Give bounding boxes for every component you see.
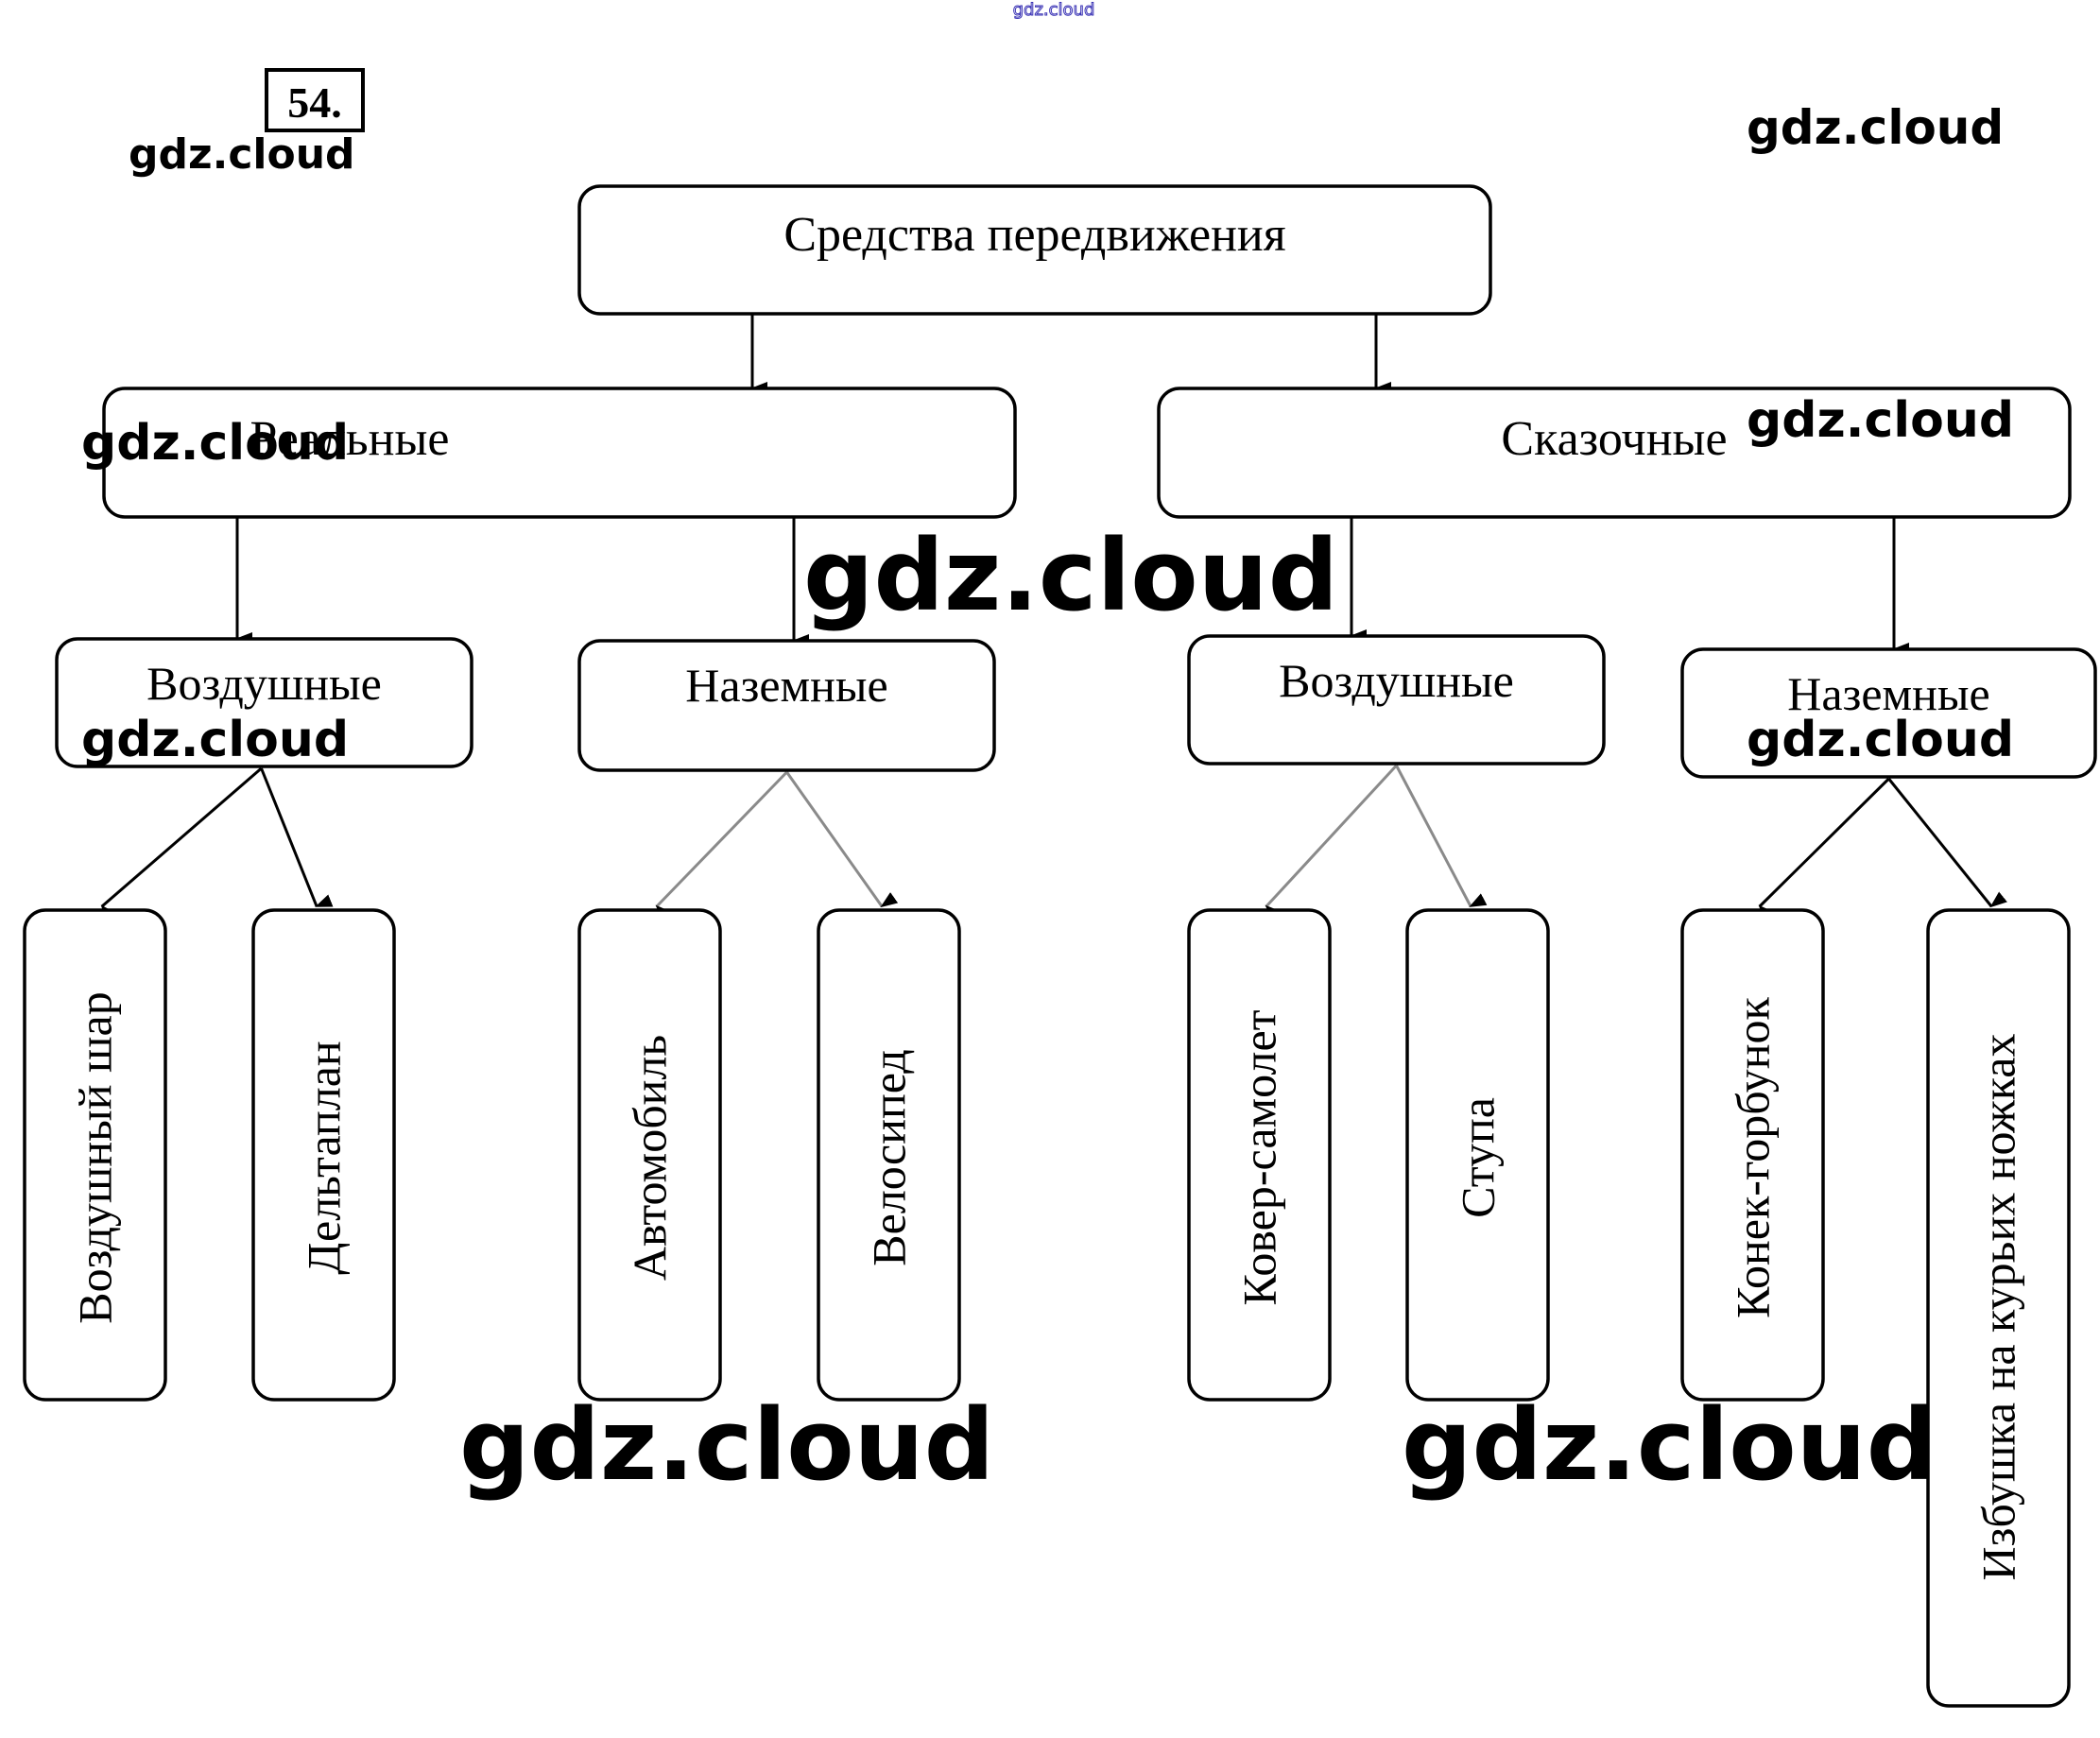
branch-node-1: Сказочные: [1157, 387, 2072, 519]
branch-node-0: Реальные: [102, 387, 1017, 519]
leaf-node-1-1-1-box: [1926, 908, 2071, 1708]
edge-group-1-0-to-leaf-0: [1265, 764, 1398, 921]
leaf-node-1-1-0-box: [1680, 908, 1825, 1402]
leaf-node-1-0-0-label: Ковер-самолет: [1233, 1009, 1286, 1305]
leaf-node-0-1-0-box: [577, 908, 722, 1402]
group-node-1-1: Наземные: [1680, 647, 2097, 779]
leaf-node-0-0-1-box: [251, 908, 396, 1402]
leaf-node-1-1-0: Конек-горбунок: [1680, 908, 1825, 1402]
edge-group-0-0-to-leaf-1: [260, 767, 334, 907]
leaf-node-1-0-0-box: [1187, 908, 1332, 1402]
edges: [100, 314, 2007, 922]
watermark: gdz.cloud: [1747, 712, 2014, 768]
leaf-node-1-0-1-label: Ступа: [1452, 1097, 1505, 1218]
top-watermark: gdz.cloud: [1013, 0, 1095, 20]
group-node-0-1-box: [577, 639, 996, 772]
leaf-node-0-0-0-box: [23, 908, 167, 1402]
edge-group-1-1-to-leaf-0: [1758, 777, 1890, 922]
group-node-1-1-box: [1680, 647, 2097, 779]
group-node-0-1-label: Наземные: [685, 659, 887, 712]
edge-group-0-1-to-leaf-0: [655, 770, 788, 922]
leaf-node-0-0-0: Воздушный шар: [23, 908, 167, 1402]
watermarks: gdz.cloud gdz.cloud gdz.cloud gdz.cloud gdz.…: [81, 100, 2014, 1503]
watermark: gdz.cloud: [129, 130, 355, 179]
edge-group-1-0-to-leaf-1: [1395, 765, 1488, 907]
leaf-node-0-1-1: Велосипед: [817, 908, 961, 1402]
watermark: gdz.cloud: [1747, 100, 2004, 155]
leaf-node-0-1-0-label: Автомобиль: [624, 1035, 677, 1281]
leaf-node-0-1-0: Автомобиль: [577, 908, 722, 1402]
exercise-number: 54.: [287, 78, 342, 127]
leaf-node-0-0-1: Дельтаплан: [251, 908, 396, 1402]
edge-group-1-1-to-leaf-1: [1887, 778, 2007, 908]
watermark: gdz.cloud: [459, 1387, 994, 1503]
nodes: Средства передвиженияРеальныеВоздушныеВо…: [23, 184, 2097, 1708]
branch-node-0-box: [102, 387, 1017, 519]
group-node-1-1-label: Наземные: [1787, 667, 1989, 720]
leaf-node-1-0-1-box: [1405, 908, 1550, 1402]
leaf-node-0-1-1-box: [817, 908, 961, 1402]
leaf-node-1-1-1-label: Избушка на курьих ножках: [1972, 1033, 2025, 1580]
group-node-0-0-label: Воздушные: [146, 657, 382, 710]
edge-group-0-0-to-leaf-0: [100, 766, 263, 922]
watermark: gdz.cloud: [81, 712, 349, 768]
branch-node-0-label: Реальные: [250, 412, 450, 466]
leaf-node-0-0-1-label: Дельтаплан: [298, 1041, 351, 1274]
leaf-node-1-1-0-label: Конек-горбунок: [1727, 996, 1780, 1317]
exercise-number-box: 54.: [265, 68, 365, 132]
watermark: gdz.cloud: [803, 518, 1338, 633]
branch-node-1-label: Сказочные: [1501, 412, 1727, 466]
leaf-node-1-0-1: Ступа: [1405, 908, 1550, 1402]
group-node-0-0: Воздушные: [55, 637, 473, 768]
leaf-node-1-0-0: Ковер-самолет: [1187, 908, 1332, 1402]
root-node: Средства передвижения: [577, 184, 1492, 316]
root-node-label: Средства передвижения: [783, 208, 1285, 262]
leaf-node-0-1-1-label: Велосипед: [863, 1049, 916, 1265]
group-node-0-0-box: [55, 637, 473, 768]
leaf-node-0-0-0-label: Воздушный шар: [69, 991, 122, 1323]
watermark: gdz.cloud: [1402, 1387, 1936, 1503]
watermark: gdz.cloud: [1747, 392, 2014, 449]
group-node-1-0-label: Воздушные: [1279, 654, 1514, 707]
group-node-1-0: Воздушные: [1187, 634, 1606, 766]
edge-group-0-1-to-leaf-1: [785, 771, 899, 908]
group-node-1-0-box: [1187, 634, 1606, 766]
branch-node-1-box: [1157, 387, 2072, 519]
watermark: gdz.cloud: [81, 415, 349, 472]
group-node-0-1: Наземные: [577, 639, 996, 772]
leaf-node-1-1-1: Избушка на курьих ножках: [1926, 908, 2071, 1708]
root-node-box: [577, 184, 1492, 316]
